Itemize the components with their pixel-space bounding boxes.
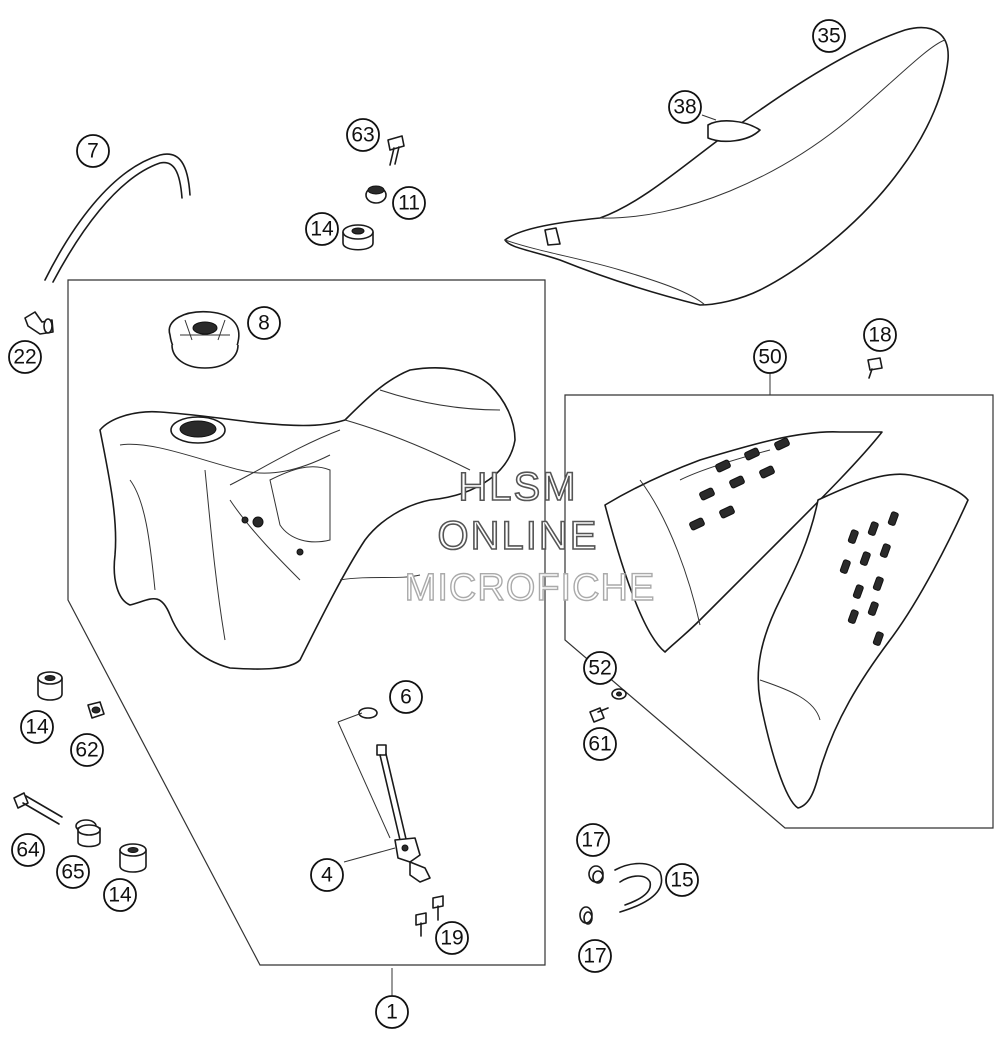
screw-61 (589, 707, 609, 723)
svg-text:38: 38 (673, 96, 696, 119)
svg-text:4: 4 (321, 864, 333, 887)
washer-52 (611, 688, 627, 700)
callout-14-top: 14 (305, 212, 339, 246)
callouts: 1 4 6 7 8 11 14 14 14 15 17 17 18 19 22 … (8, 19, 897, 1029)
callout-38: 38 (668, 90, 702, 124)
callout-14-bottom: 14 (103, 878, 137, 912)
svg-text:6: 6 (400, 686, 412, 709)
callout-8: 8 (247, 306, 281, 340)
svg-text:14: 14 (310, 218, 334, 241)
svg-text:14: 14 (25, 716, 49, 739)
tank-group-box (67, 279, 546, 966)
callout-52: 52 (583, 651, 617, 685)
callout-17-bottom: 17 (578, 939, 612, 973)
rubber-bushing-14-left (37, 671, 63, 701)
svg-text:14: 14 (108, 884, 132, 907)
watermark: HLSM ONLINE MICROFICHE (404, 464, 656, 610)
fuel-cap (168, 310, 240, 369)
rubber-bushing-14-top (342, 224, 374, 251)
spoiler-group-box (564, 394, 994, 829)
callout-35: 35 (812, 19, 846, 53)
svg-text:1: 1 (386, 1001, 398, 1024)
callout-62: 62 (70, 733, 104, 767)
svg-text:8: 8 (258, 312, 270, 335)
svg-text:17: 17 (583, 945, 606, 968)
callout-22: 22 (8, 340, 42, 374)
watermark-line3: MICROFICHE (405, 567, 656, 609)
leader-lines (337, 114, 771, 996)
screws-19 (415, 895, 444, 937)
svg-text:64: 64 (16, 839, 40, 862)
svg-text:7: 7 (87, 140, 99, 163)
svg-text:65: 65 (61, 861, 84, 884)
screw-62 (87, 701, 105, 719)
svg-text:35: 35 (817, 25, 840, 48)
callout-50: 50 (753, 340, 787, 374)
svg-text:19: 19 (440, 927, 463, 950)
svg-text:22: 22 (13, 346, 36, 369)
hose-15 (614, 862, 663, 913)
callout-1: 1 (375, 995, 409, 1029)
callout-61: 61 (583, 727, 617, 761)
svg-text:52: 52 (588, 657, 611, 680)
fuel-hose (44, 153, 191, 281)
spoiler-right (757, 473, 969, 809)
callout-18: 18 (863, 318, 897, 352)
rubber-bushing-14-bottom (119, 843, 147, 873)
callout-11: 11 (392, 186, 426, 220)
svg-text:18: 18 (868, 324, 891, 347)
hose-clamp-17-top (588, 865, 604, 884)
screw-63 (387, 135, 405, 166)
callout-4: 4 (310, 858, 344, 892)
callout-17-top: 17 (576, 823, 610, 857)
svg-text:11: 11 (398, 192, 420, 215)
callout-14-left: 14 (20, 710, 54, 744)
spacer-65 (75, 819, 101, 848)
svg-text:61: 61 (588, 733, 611, 756)
svg-text:17: 17 (581, 829, 604, 852)
spoiler-vents (689, 437, 899, 646)
fuel-tap (376, 744, 431, 883)
seat (504, 26, 949, 306)
callout-15: 15 (665, 863, 699, 897)
callout-19: 19 (435, 921, 469, 955)
callout-65: 65 (56, 855, 90, 889)
bolt-64 (13, 792, 63, 825)
elbow-fitting (24, 311, 54, 335)
svg-text:15: 15 (670, 869, 693, 892)
hose-clamp-17-bottom (579, 906, 593, 925)
screw-18 (867, 357, 883, 379)
callout-7: 7 (76, 134, 110, 168)
svg-text:62: 62 (75, 739, 98, 762)
watermark-line2: ONLINE (438, 514, 599, 558)
o-ring (358, 707, 378, 719)
fuel-tank (99, 367, 516, 670)
watermark-line1: HLSM (458, 465, 577, 509)
bushing-11 (365, 185, 387, 204)
svg-text:63: 63 (351, 124, 374, 147)
callout-64: 64 (11, 833, 45, 867)
callout-6: 6 (389, 680, 423, 714)
callout-63: 63 (346, 118, 380, 152)
svg-text:50: 50 (758, 346, 781, 369)
